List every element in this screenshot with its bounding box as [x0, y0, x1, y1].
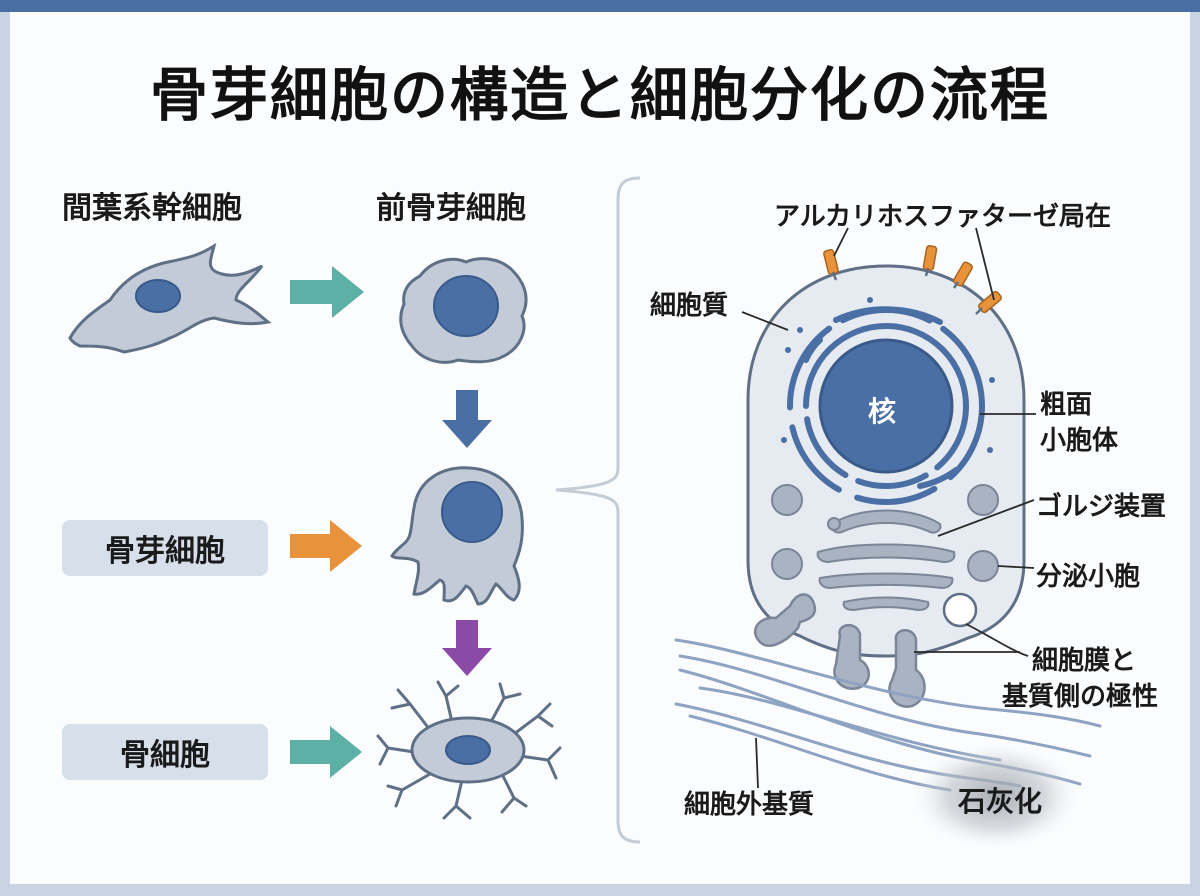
top-accent-bar	[0, 0, 1200, 12]
alp-markers-anchors	[831, 267, 983, 315]
arrow-osteocyte-label	[290, 726, 362, 778]
zoom-brace	[555, 176, 641, 844]
label-membrane-1: 細胞膜と	[1032, 646, 1137, 676]
stage-box-osteocyte: 骨細胞	[62, 724, 268, 780]
label-ecm: 細胞外基質	[684, 790, 815, 820]
label-membrane-2: 基質側の極性	[1002, 682, 1159, 712]
arrow-osteoblast-label	[290, 520, 362, 572]
osteocyte-nucleus	[445, 735, 491, 765]
label-vesicle: 分泌小胞	[1036, 562, 1141, 592]
label-cytoplasm: 細胞質	[650, 291, 729, 321]
arrow-msc-to-pre	[290, 266, 364, 318]
secretory-vesicles	[771, 484, 999, 582]
osteocyte-cell	[376, 680, 562, 820]
nucleus	[818, 338, 954, 474]
stage-label-msc: 間葉系幹細胞	[62, 191, 242, 226]
stage-label-preosteoblast: 前骨芽細胞	[376, 191, 526, 226]
label-rer-1: 粗面	[1040, 390, 1093, 420]
msc-nucleus	[135, 279, 181, 313]
label-mineralization: 石灰化	[958, 785, 1043, 818]
arrow-pre-to-osteoblast	[442, 390, 492, 448]
label-golgi: ゴルジ装置	[1036, 492, 1167, 522]
leader-lines	[741, 227, 1036, 789]
golgi-apparatus	[816, 509, 956, 612]
stage-box-osteoblast: 骨芽細胞	[62, 520, 268, 576]
label-rer-2: 小胞体	[1040, 426, 1119, 456]
osteoblast-nucleus	[441, 481, 503, 543]
exocytosis-vesicle	[942, 592, 978, 628]
mineralization-cloud	[914, 744, 1078, 848]
er-ribosomes	[781, 297, 995, 453]
label-alp: アルカリホスファターゼ局在	[774, 202, 1111, 232]
preosteoblast-nucleus	[433, 275, 499, 337]
page-title: 骨芽細胞の構造と細胞分化の流程	[149, 61, 1050, 129]
arrow-osteoblast-to-osteocyte	[442, 620, 492, 676]
nucleus-label: 核	[868, 395, 897, 428]
rough-er	[787, 306, 985, 505]
